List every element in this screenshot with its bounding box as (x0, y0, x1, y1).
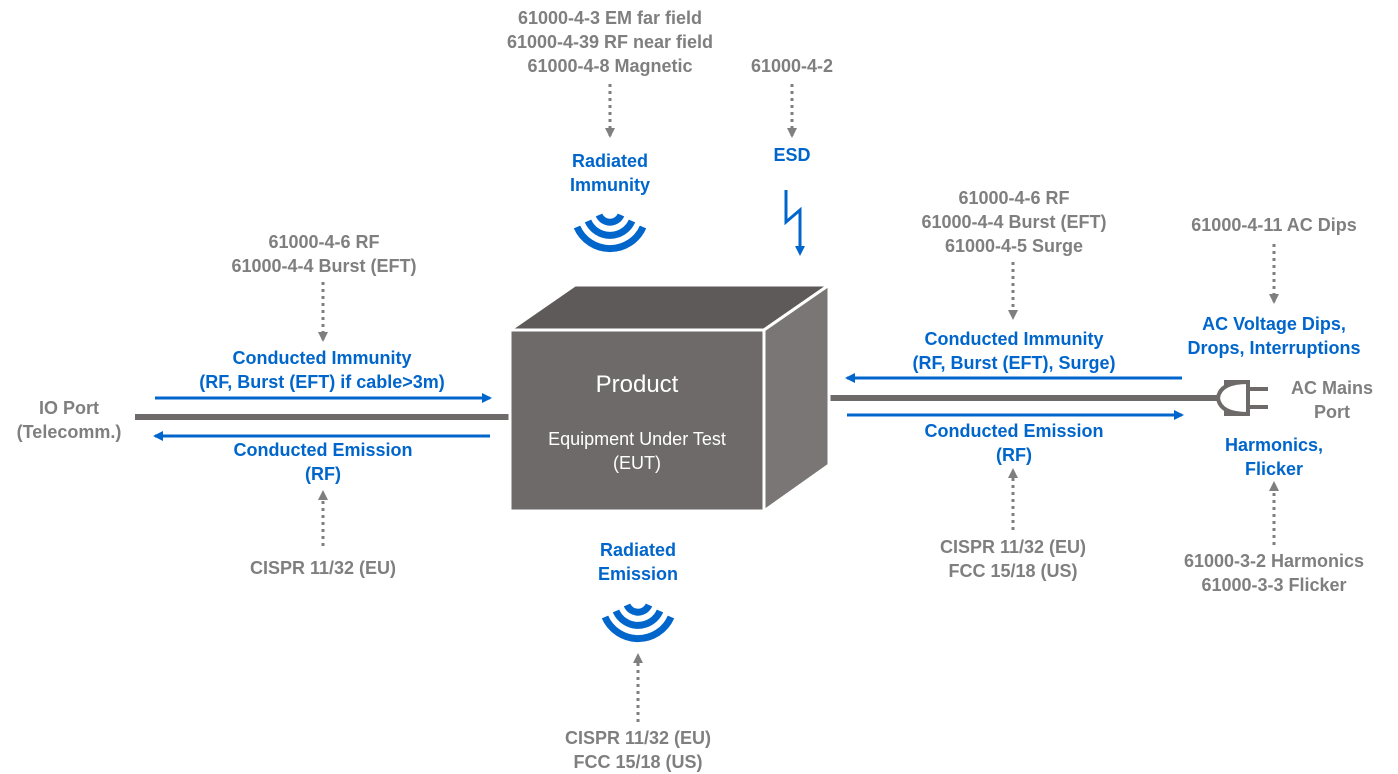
esd-lightning-icon (784, 190, 805, 256)
radiated-emission-label: Radiated Emission (570, 538, 706, 586)
standard-label: 61000-4-4 Burst (EFT) (921, 212, 1107, 232)
ac-dips-standard: 61000-4-11 AC Dips (1164, 213, 1384, 237)
phenomenon-label: Radiated (599, 540, 677, 560)
standard-label: 61000-4-6 RF (268, 232, 380, 252)
mains-emission-standards: CISPR 11/32 (EU) FCC 15/18 (US) (905, 535, 1121, 583)
standard-label: CISPR 11/32 (EU) (249, 558, 397, 578)
standard-label: FCC 15/18 (US) (573, 752, 703, 772)
plug-icon (1210, 379, 1268, 417)
product-subtitle: Equipment Under Test (EUT) (510, 427, 764, 475)
harmonics-standards: 61000-3-2 Harmonics 61000-3-3 Flicker (1160, 549, 1388, 597)
io-port-label: IO Port (Telecomm.) (4, 396, 134, 444)
phenomenon-label: Drops, Interruptions (1187, 338, 1361, 358)
standard-label: 61000-4-4 Burst (EFT) (231, 256, 417, 276)
ac-mains-port-label: AC Mains Port (1276, 376, 1388, 424)
phenomenon-label: Emission (597, 564, 679, 584)
product-box-front (508, 328, 766, 513)
phenomenon-label: Conducted Emission (233, 440, 413, 460)
io-conducted-immunity-label: Conducted Immunity (RF, Burst (EFT) if c… (150, 346, 494, 394)
radiated-immunity-wave-icon (573, 213, 647, 253)
phenomenon-label: Radiated (571, 151, 649, 171)
phenomenon-label: Flicker (1244, 459, 1304, 479)
phenomenon-label: Harmonics, (1224, 435, 1324, 455)
radiated-immunity-label: Radiated Immunity (550, 149, 670, 197)
phenomenon-label: Conducted Immunity (232, 348, 412, 368)
port-label: AC Mains (1290, 378, 1373, 398)
port-label: Port (1314, 402, 1350, 422)
phenomenon-label: Conducted Immunity (924, 329, 1104, 349)
phenomenon-label: (RF) (996, 445, 1032, 465)
standard-label: CISPR 11/32 (EU) (564, 728, 712, 748)
io-immunity-standards: 61000-4-6 RF 61000-4-4 Burst (EFT) (200, 230, 448, 278)
standard-label: 61000-4-8 Magnetic (527, 56, 693, 76)
radiated-emission-wave-icon (601, 603, 675, 643)
harmonics-flicker-label: Harmonics, Flicker (1196, 433, 1352, 481)
product-subtitle-line: (EUT) (613, 453, 661, 473)
mains-immunity-standards: 61000-4-6 RF 61000-4-4 Burst (EFT) 61000… (880, 186, 1148, 258)
phenomenon-label: (RF, Burst (EFT), Surge) (912, 353, 1116, 373)
product-subtitle-line: Equipment Under Test (548, 429, 726, 449)
phenomenon-label: (RF) (305, 464, 341, 484)
standard-label: 61000-3-2 Harmonics (1183, 551, 1365, 571)
phenomenon-label: (RF, Burst (EFT) if cable>3m) (199, 372, 445, 392)
standard-label: CISPR 11/32 (EU) (939, 537, 1087, 557)
mains-conducted-emission-label: Conducted Emission (RF) (880, 419, 1148, 467)
standard-label: 61000-4-3 EM far field (517, 8, 703, 28)
radiated-emission-standards: CISPR 11/32 (EU) FCC 15/18 (US) (530, 726, 746, 774)
phenomenon-label: ESD (773, 145, 811, 165)
standard-label: 61000-4-2 (750, 56, 834, 76)
io-conducted-emission-label: Conducted Emission (RF) (190, 438, 456, 486)
ac-voltage-dips-label: AC Voltage Dips, Drops, Interruptions (1156, 312, 1392, 360)
port-label: IO Port (38, 398, 99, 418)
phenomenon-label: Conducted Emission (924, 421, 1104, 441)
esd-label: ESD (750, 143, 834, 167)
phenomenon-label: Immunity (569, 175, 650, 195)
product-title: Product (595, 371, 679, 398)
standard-label: 61000-4-11 AC Dips (1191, 215, 1357, 235)
product-box (505, 282, 834, 514)
standard-label: 61000-3-3 Flicker (1201, 575, 1347, 595)
phenomenon-label: AC Voltage Dips, (1202, 314, 1346, 334)
standard-label: FCC 15/18 (US) (948, 561, 1078, 581)
io-emission-standard: CISPR 11/32 (EU) (220, 556, 426, 580)
port-label: (Telecomm.) (16, 422, 122, 442)
standard-label: 61000-4-5 Surge (944, 236, 1084, 256)
standard-label: 61000-4-39 RF near field (506, 32, 714, 52)
standard-label: 61000-4-6 RF (958, 188, 1070, 208)
radiated-immunity-standards: 61000-4-3 EM far field 61000-4-39 RF nea… (480, 6, 740, 78)
esd-standard: 61000-4-2 (730, 54, 854, 78)
mains-conducted-immunity-label: Conducted Immunity (RF, Burst (EFT), Sur… (880, 327, 1148, 375)
